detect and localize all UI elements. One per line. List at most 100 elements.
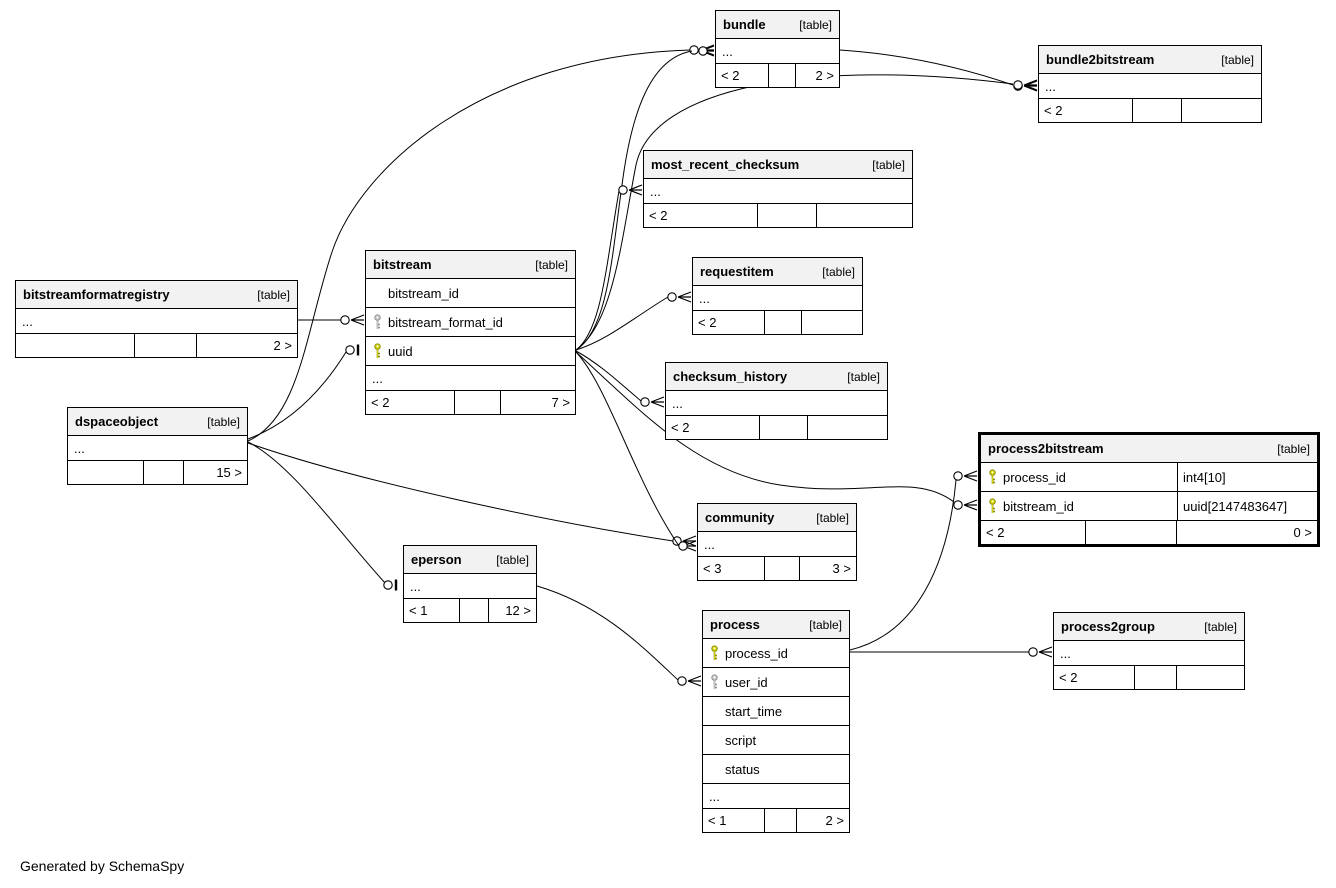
crowfoot-arrow <box>650 396 665 408</box>
column-row-uuid: uuid <box>366 337 575 366</box>
zero-or-many-circle <box>1028 647 1038 657</box>
columns-ellipsis: ... <box>68 436 247 461</box>
edge-bitstream-uuid--most_recent_checksum <box>575 190 620 351</box>
footer-spacer-cell <box>763 311 801 334</box>
table-tag: [table] <box>1221 52 1254 67</box>
column-name-cell: uuid <box>366 337 413 365</box>
crowfoot-arrow <box>350 314 365 326</box>
table-name: process2bitstream <box>988 441 1104 456</box>
table-bundle2bitstream[interactable]: bundle2bitstream[table]...< 2 <box>1038 45 1262 123</box>
table-tag: [table] <box>822 264 855 279</box>
primary-key-icon <box>703 645 725 661</box>
children-count <box>801 311 862 334</box>
table-footer: 15 > <box>68 461 247 484</box>
parents-count: < 2 <box>371 395 390 410</box>
crowfoot-arrow <box>687 675 702 687</box>
footer-spacer-cell <box>134 334 196 357</box>
table-header: requestitem [table] <box>693 258 862 286</box>
column-name-cell: process_id <box>703 639 788 667</box>
primary-key-icon <box>366 343 388 359</box>
column-type: int4[10] <box>1177 463 1317 491</box>
table-tag: [table] <box>496 552 529 567</box>
parents-count: < 2 <box>1059 670 1078 685</box>
foreign-key-icon <box>366 314 388 330</box>
children-count: 0 > <box>1175 521 1317 544</box>
column-row-process_id: process_id <box>703 639 849 668</box>
table-footer: < 2 <box>644 204 912 227</box>
crowfoot-arrow <box>628 184 643 196</box>
footer-spacer-cell <box>143 461 182 484</box>
zero-or-many-circle <box>618 185 628 195</box>
table-bitstreamformatregistry[interactable]: bitstreamformatregistry[table]...2 > <box>15 280 298 358</box>
table-tag: [table] <box>809 617 842 632</box>
column-name-cell: bitstream_format_id <box>366 308 503 336</box>
columns-ellipsis: ... <box>404 574 536 599</box>
table-requestitem[interactable]: requestitem [table]...< 2 <box>692 257 863 335</box>
table-header: most_recent_checksum[table] <box>644 151 912 179</box>
table-dspaceobject[interactable]: dspaceobject[table]...15 > <box>67 407 248 485</box>
zero-or-many-circle <box>953 471 963 481</box>
edge-dspaceobject--bundle <box>247 49 691 442</box>
parents-count: < 1 <box>409 603 428 618</box>
footer-spacer-cell <box>764 809 796 832</box>
columns-ellipsis: ... <box>16 309 297 334</box>
parents-count: < 2 <box>721 68 740 83</box>
edge-dspaceobject--bitstream-uuid <box>247 351 347 440</box>
table-header: bitstreamformatregistry[table] <box>16 281 297 309</box>
parents-count: < 1 <box>708 813 727 828</box>
parents-count: < 2 <box>671 420 690 435</box>
edge-dspaceobject--community <box>247 442 674 542</box>
foreign-key-icon <box>703 674 725 690</box>
table-name: eperson <box>411 552 462 567</box>
table-checksum_history[interactable]: checksum_history[table]...< 2 <box>665 362 888 440</box>
table-tag: [table] <box>872 157 905 172</box>
table-footer: < 2 <box>666 416 887 439</box>
edge-bitstream-uuid--process2bitstream-bitstream_id <box>575 351 955 503</box>
zero-or-one-circle <box>345 345 355 355</box>
columns-ellipsis: ... <box>716 39 839 64</box>
footer-spacer-cell <box>764 557 799 580</box>
columns-ellipsis: ... <box>693 286 862 311</box>
column-row-start_time: start_time <box>703 697 849 726</box>
column-type: uuid[2147483647] <box>1177 492 1317 520</box>
table-header: bundle2bitstream [table] <box>1039 46 1261 74</box>
footer-spacer-cell <box>767 64 795 87</box>
edge-process-process_id--process2bitstream-process_id <box>849 479 957 651</box>
edge-bitstream-uuid--bundle <box>575 50 693 351</box>
table-name: community <box>705 510 775 525</box>
table-header: dspaceobject[table] <box>68 408 247 436</box>
crowfoot-arrow <box>1023 79 1038 91</box>
footer-spacer-cell <box>758 416 808 439</box>
table-name: bundle2bitstream <box>1046 52 1155 67</box>
column-name: bitstream_id <box>388 285 459 301</box>
table-process2group[interactable]: process2group[table]...< 2 <box>1053 612 1245 690</box>
table-header: process2group[table] <box>1054 613 1244 641</box>
column-name: bitstream_format_id <box>388 314 503 330</box>
table-header: bundle[table] <box>716 11 839 39</box>
children-count <box>807 416 887 439</box>
columns-ellipsis: ... <box>666 391 887 416</box>
zero-or-many-circle <box>672 536 682 546</box>
edge-dspaceobject--eperson <box>247 441 387 585</box>
edge-bitstream-uuid--community <box>575 351 680 547</box>
zero-or-many-circle <box>640 397 650 407</box>
table-footer: < 2 <box>693 311 862 334</box>
table-most_recent_checksum[interactable]: most_recent_checksum[table]...< 2 <box>643 150 913 228</box>
table-name: requestitem <box>700 264 774 279</box>
column-row-bitstream_format_id: bitstream_format_id <box>366 308 575 337</box>
column-name: bitstream_id <box>1003 498 1074 514</box>
primary-key-icon <box>981 469 1003 485</box>
column-name: process_id <box>725 645 788 661</box>
children-count <box>815 204 912 227</box>
zero-or-many-circle <box>1013 80 1023 90</box>
table-tag: [table] <box>799 17 832 32</box>
